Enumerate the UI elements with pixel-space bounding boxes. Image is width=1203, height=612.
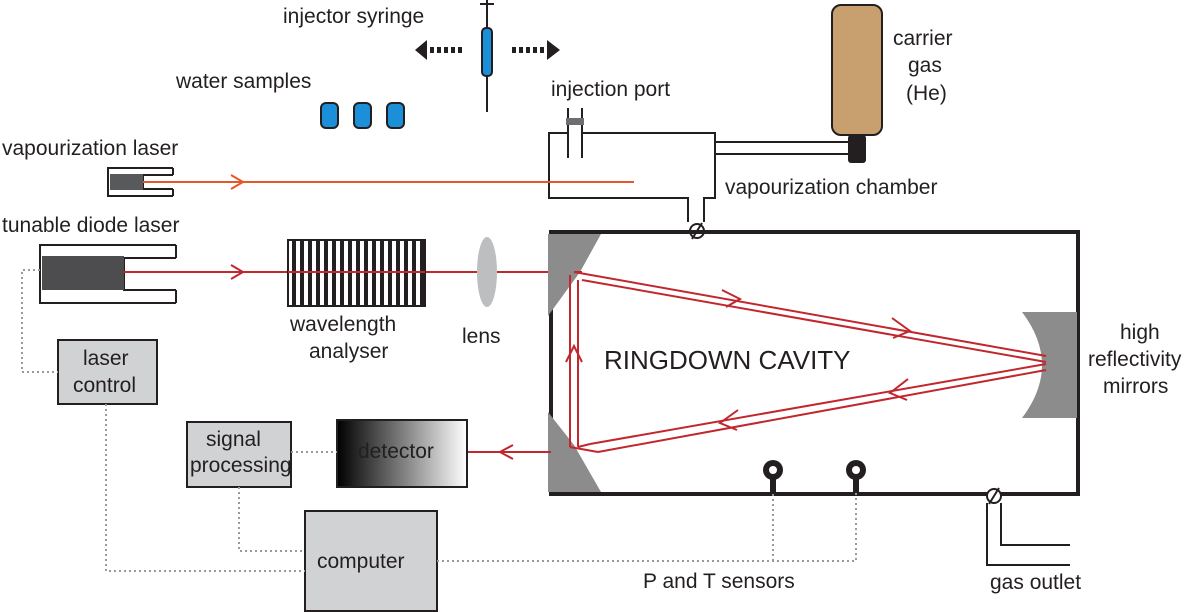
vapourization-laser-label: vapourization laser xyxy=(2,137,178,160)
mirrors-label-3: mirrors xyxy=(1103,375,1168,398)
right-mirror xyxy=(1022,312,1077,418)
pressure-sensor xyxy=(763,460,783,492)
carrier-gas-label-2: gas xyxy=(908,54,942,77)
computer-label: computer xyxy=(317,550,405,573)
vapourization-chamber-label: vapourization chamber xyxy=(725,176,937,199)
vapourization-laser-beam xyxy=(143,174,634,190)
water-samples-label: water samples xyxy=(175,70,311,93)
vapourization-chamber xyxy=(548,132,716,222)
mirrors-label-1: high xyxy=(1120,321,1160,344)
tunable-diode-laser xyxy=(39,244,177,304)
cavity-beam-path xyxy=(454,271,1047,460)
detector-label: detector xyxy=(358,440,434,463)
injector-syringe-label: injector syringe xyxy=(283,5,424,28)
gas-outlet xyxy=(986,487,1070,566)
upper-left-mirror xyxy=(548,234,601,316)
water-samples xyxy=(320,102,405,129)
lens xyxy=(477,237,497,307)
temperature-sensor xyxy=(846,460,866,492)
detector xyxy=(336,419,468,488)
wavelength-analyser-label-1: wavelength xyxy=(289,313,396,336)
laser-control-label-1: laser xyxy=(83,347,129,370)
computer-box xyxy=(304,510,438,612)
gas-outlet-label: gas outlet xyxy=(990,571,1081,594)
wavelength-analyser-label-2: analyser xyxy=(309,340,388,363)
carrier-gas-line xyxy=(715,141,848,155)
carrier-gas-tank xyxy=(831,4,883,163)
signal-processing-label-2: processing xyxy=(190,454,292,477)
syringe-left-arrow xyxy=(415,40,462,60)
carrier-gas-label-3: (He) xyxy=(906,82,947,105)
signal-connections xyxy=(21,269,857,572)
carrier-gas-label-1: carrier xyxy=(893,27,953,50)
syringe-right-arrow xyxy=(512,40,560,60)
injector-syringe xyxy=(480,0,494,112)
laser-control-label-2: control xyxy=(73,374,136,397)
signal-processing-box xyxy=(186,421,292,488)
ringdown-cavity xyxy=(549,230,1080,496)
p-and-t-sensors-label: P and T sensors xyxy=(643,570,795,593)
tunable-diode-laser-label: tunable diode laser xyxy=(2,214,179,237)
wavelength-analyser xyxy=(287,239,426,307)
signal-processing-label-1: signal xyxy=(206,428,261,451)
lower-left-mirror xyxy=(548,412,601,492)
vapourization-laser xyxy=(107,167,174,197)
injection-port xyxy=(566,108,584,158)
mirrors-label-2: reflectivity xyxy=(1088,348,1182,371)
lens-label: lens xyxy=(462,325,501,348)
ringdown-cavity-label: RINGDOWN CAVITY xyxy=(604,345,851,375)
injection-port-label: injection port xyxy=(551,78,670,101)
